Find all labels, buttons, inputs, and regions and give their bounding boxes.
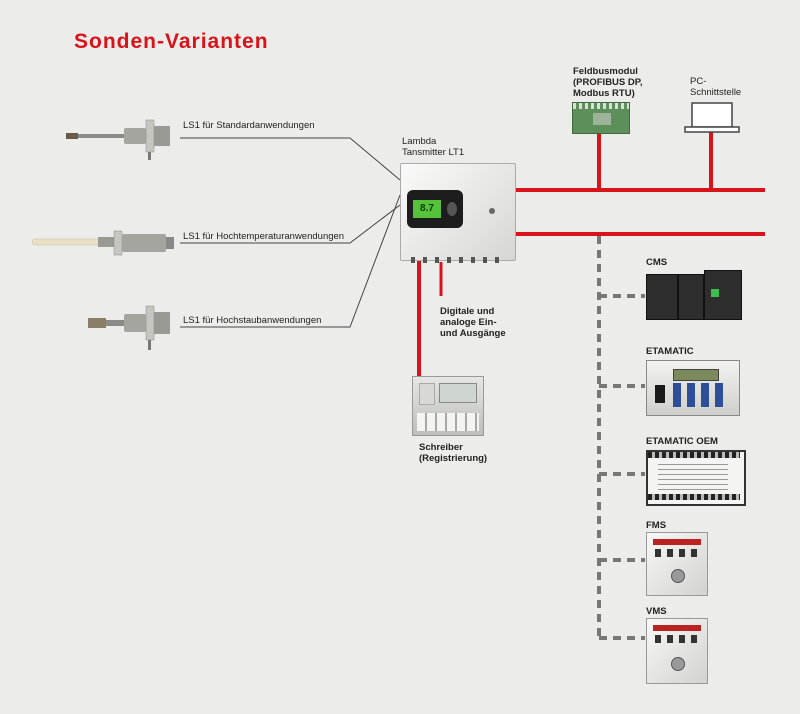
oem-circuit [658, 464, 728, 490]
fieldbus-chip [593, 113, 611, 125]
vms-knob-icon [671, 657, 685, 671]
etamatic-indicator [655, 385, 665, 403]
device-etamatic [646, 360, 740, 416]
fieldbus-module [572, 102, 630, 134]
probe-line-standard [180, 137, 401, 181]
pc-label: PC- Schnittstelle [690, 76, 742, 98]
device-label-vms: VMS [646, 606, 667, 617]
diagram-title: Sonden-Varianten [74, 30, 269, 53]
recorder-screen [439, 383, 477, 403]
etamatic-keys [673, 383, 729, 407]
transmitter-display-bezel: 8.7 [407, 190, 463, 228]
io-label: Digitale und analoge Ein- und Ausgänge [440, 306, 506, 339]
probe-highdust-label: LS1 für Hochstaubanwendungen [183, 315, 322, 326]
recorder-panel [419, 383, 435, 405]
device-label-cms: CMS [646, 257, 668, 268]
fms-buttons [655, 549, 699, 557]
fms-knob-icon [671, 569, 685, 583]
probe-standard-label: LS1 für Standardanwendungen [183, 120, 315, 131]
transmitter-label: Lambda Tansmitter LT1 [402, 136, 465, 158]
probe-standard-image [66, 119, 170, 160]
recorder-modules [417, 413, 479, 431]
screw-icon [489, 208, 495, 214]
cms-module-3 [704, 270, 742, 320]
device-etamatic-oem [646, 450, 746, 506]
cable-glands [411, 257, 505, 263]
probe-hightemp-image [32, 230, 174, 256]
device-fms [646, 532, 708, 596]
oem-terminals-top [648, 452, 740, 458]
transmitter-box: 8.7 [400, 163, 516, 263]
transmitter-display: 8.7 [413, 200, 441, 218]
fms-red-bar [653, 539, 701, 545]
device-cms [646, 270, 742, 320]
probe-highdust-image [88, 305, 170, 350]
etamatic-display [673, 369, 719, 381]
device-label-etamatic: ETAMATIC [646, 346, 694, 357]
cms-status-led [711, 289, 719, 297]
cms-module-2 [678, 274, 704, 320]
fieldbus-terminals [573, 103, 629, 109]
probe-hightemp-label: LS1 für Hochtemperaturanwendungen [183, 231, 345, 242]
oem-terminals-bottom [648, 494, 740, 500]
recorder-device [412, 376, 484, 436]
probe-line-hightemp [180, 204, 401, 244]
device-vms [646, 618, 708, 684]
device-label-fms: FMS [646, 520, 667, 531]
cms-module-1 [646, 274, 678, 320]
probe-line-highdust [180, 194, 401, 328]
vms-red-bar [653, 625, 701, 631]
fieldbus-label: Feldbusmodul (PROFIBUS DP, Modbus RTU) [573, 66, 643, 99]
recorder-label: Schreiber (Registrierung) [419, 442, 488, 464]
device-label-etamatic-oem: ETAMATIC OEM [646, 436, 718, 447]
vms-buttons [655, 635, 699, 643]
transmitter-keypad-icon [447, 202, 457, 216]
laptop-icon [684, 102, 740, 133]
